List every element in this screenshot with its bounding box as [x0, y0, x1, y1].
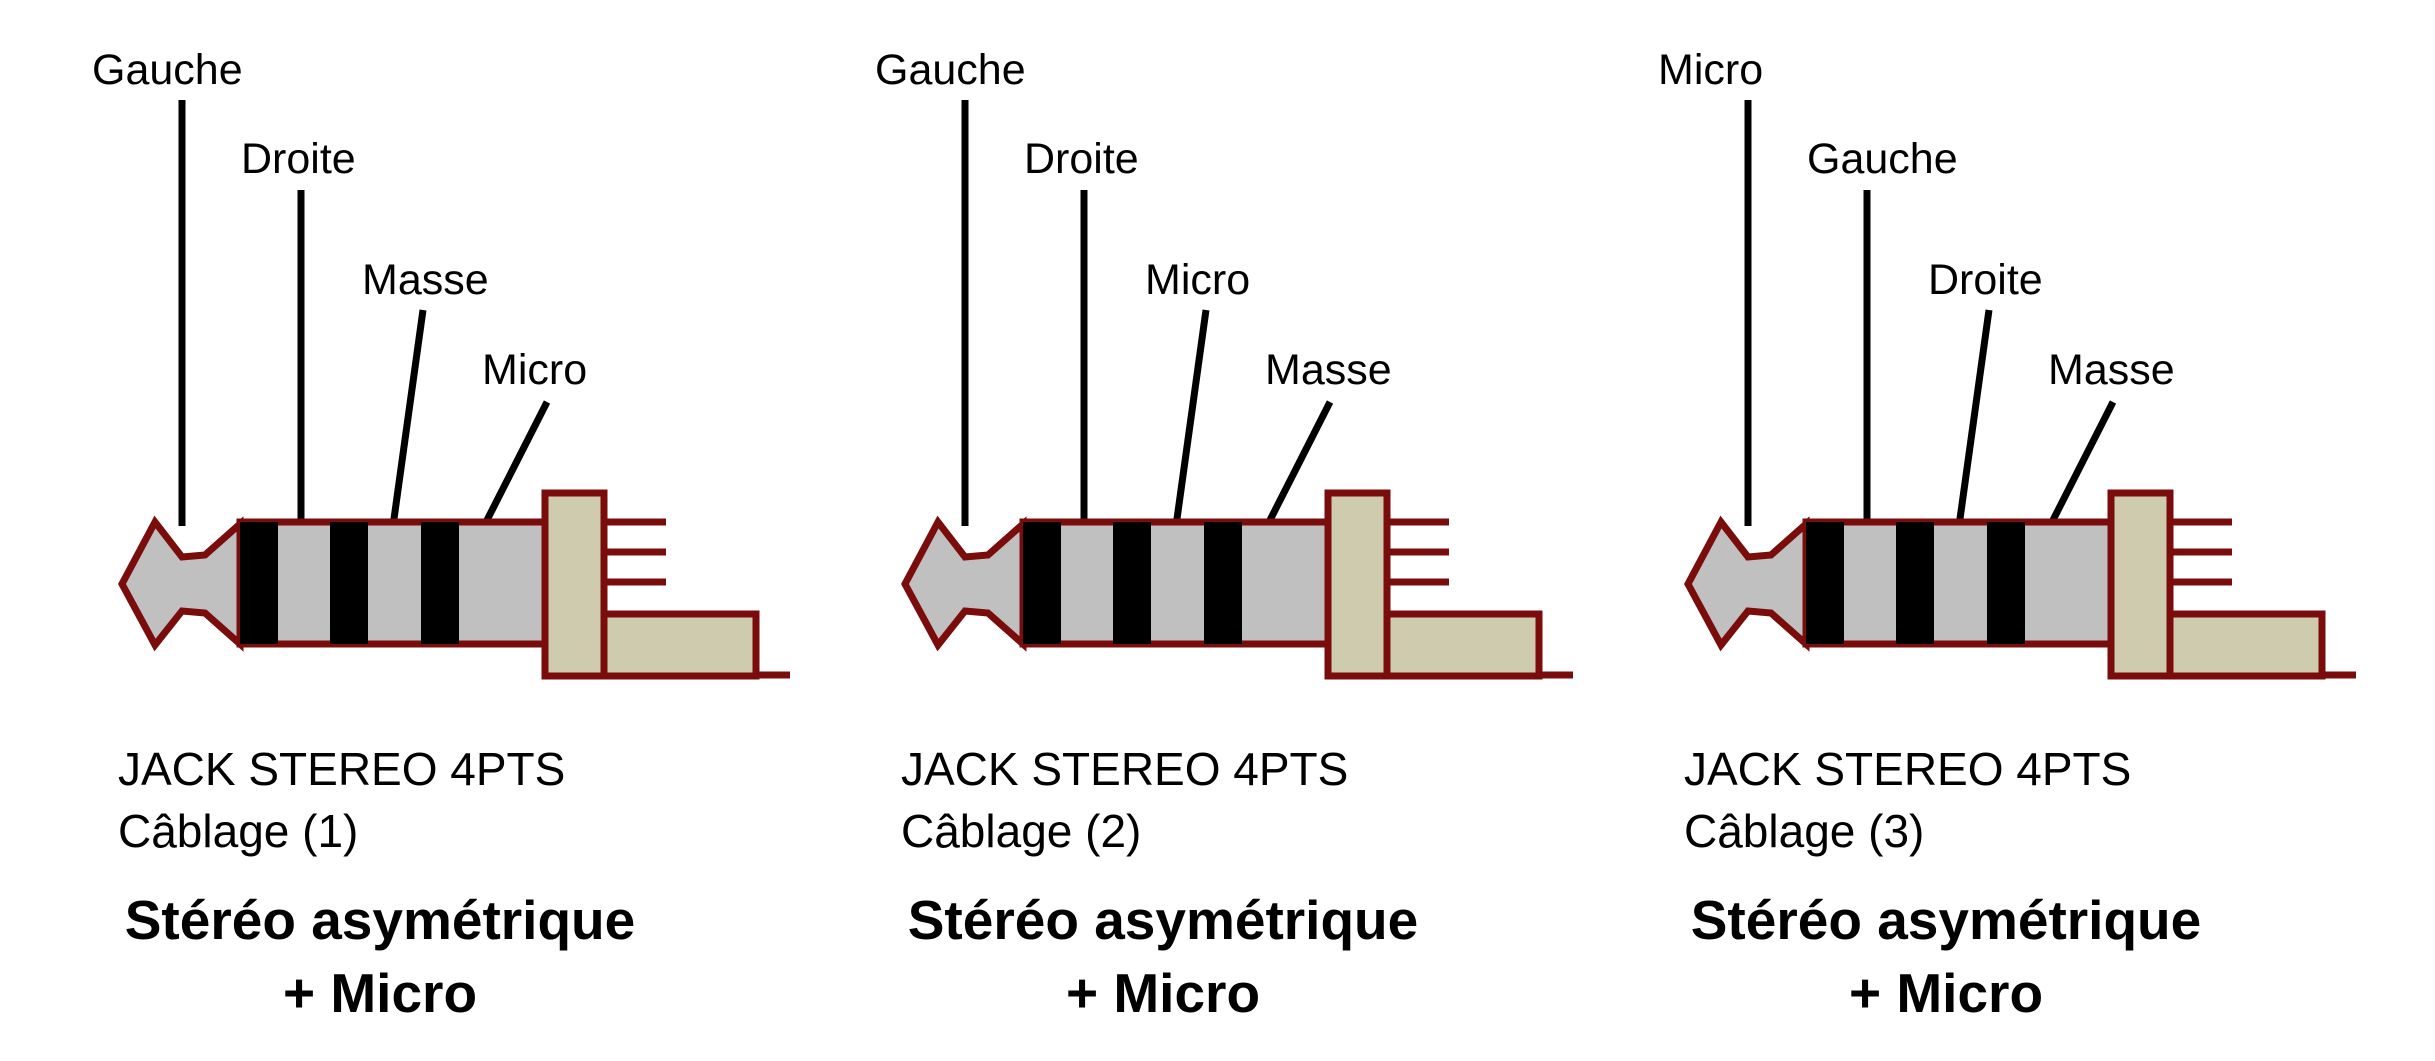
wiring-title-line2: + Micro	[1848, 962, 2044, 1024]
plug-shaft	[236, 518, 549, 648]
insulator-ring-3	[1204, 522, 1242, 644]
wiring-title-line1: Stéréo asymétrique	[124, 889, 636, 951]
jack-plug-drawing: Gauche Droite Micro Masse	[875, 46, 1573, 680]
pin-label-ring2: Masse	[362, 256, 489, 304]
plug-shaft	[1019, 518, 1332, 648]
wiring-title-line2: + Micro	[282, 962, 478, 1024]
wiring-title-line2: + Micro	[1065, 962, 1261, 1024]
plug-housing	[2107, 489, 2174, 680]
jack-diagram-panel-3: Micro Gauche Droite Masse JACK STEREO 4P…	[1566, 0, 2356, 1061]
insulator-ring-1	[1806, 522, 1844, 644]
pin-label-sleeve: Masse	[2048, 346, 2175, 394]
pin-label-ring1: Gauche	[1807, 135, 1958, 183]
leader-line-sleeve	[2046, 400, 2117, 528]
insulator-ring-3	[421, 522, 459, 644]
insulator-ring-2	[1896, 522, 1934, 644]
jack-caption: JACK STEREO 4PTS Câblage (2)	[901, 738, 1348, 862]
plug-tip	[901, 515, 1027, 652]
pin-label-sleeve: Masse	[1265, 346, 1392, 394]
leader-line-ring2	[389, 309, 427, 527]
jack-diagram-panel-1: Gauche Droite Masse Micro JACK STEREO 4P…	[0, 0, 790, 1061]
jack-caption: JACK STEREO 4PTS Câblage (1)	[118, 738, 565, 862]
jack-type-label: JACK STEREO 4PTS	[1684, 743, 2132, 795]
wiring-title-line1: Stéréo asymétrique	[907, 889, 1419, 951]
insulator-ring-2	[1113, 522, 1151, 644]
wiring-title: Stéréo asymétrique + Micro	[30, 884, 730, 1030]
insulator-ring-1	[240, 522, 278, 644]
wiring-label: Câblage (2)	[901, 805, 1142, 857]
pin-label-ring1: Droite	[1024, 135, 1139, 183]
jack-type-label: JACK STEREO 4PTS	[901, 743, 1349, 795]
leader-line-sleeve	[480, 400, 551, 528]
leader-line-ring2	[1172, 309, 1210, 527]
jack-plug-drawing: Gauche Droite Masse Micro	[92, 46, 790, 680]
insulator-ring-1	[1023, 522, 1061, 644]
plug-tip	[1684, 515, 1810, 652]
leader-line-ring2	[1955, 309, 1993, 527]
solder-tab	[1383, 610, 1543, 680]
pin-label-ring1: Droite	[241, 135, 356, 183]
pin-label-tip: Gauche	[875, 46, 1026, 94]
insulator-ring-3	[1987, 522, 2025, 644]
insulator-ring-2	[330, 522, 368, 644]
pin-label-tip: Gauche	[92, 46, 243, 94]
wiring-label: Câblage (3)	[1684, 805, 1925, 857]
jack-plug-drawing: Micro Gauche Droite Masse	[1658, 46, 2356, 680]
pin-label-sleeve: Micro	[482, 346, 587, 394]
plug-housing	[1324, 489, 1391, 680]
solder-tab	[600, 610, 760, 680]
pin-label-ring2: Micro	[1145, 256, 1250, 304]
wiring-title: Stéréo asymétrique + Micro	[1596, 884, 2296, 1030]
solder-tab	[2166, 610, 2326, 680]
plug-shaft	[1802, 518, 2115, 648]
wiring-title: Stéréo asymétrique + Micro	[813, 884, 1513, 1030]
leader-line-sleeve	[1263, 400, 1334, 528]
pin-label-ring2: Droite	[1928, 256, 2043, 304]
jack-caption: JACK STEREO 4PTS Câblage (3)	[1684, 738, 2131, 862]
pin-label-tip: Micro	[1658, 46, 1763, 94]
jack-diagram-panel-2: Gauche Droite Micro Masse JACK STEREO 4P…	[783, 0, 1573, 1061]
wiring-label: Câblage (1)	[118, 805, 359, 857]
plug-tip	[118, 515, 244, 652]
wiring-title-line1: Stéréo asymétrique	[1690, 889, 2202, 951]
jack-type-label: JACK STEREO 4PTS	[118, 743, 566, 795]
plug-housing	[541, 489, 608, 680]
